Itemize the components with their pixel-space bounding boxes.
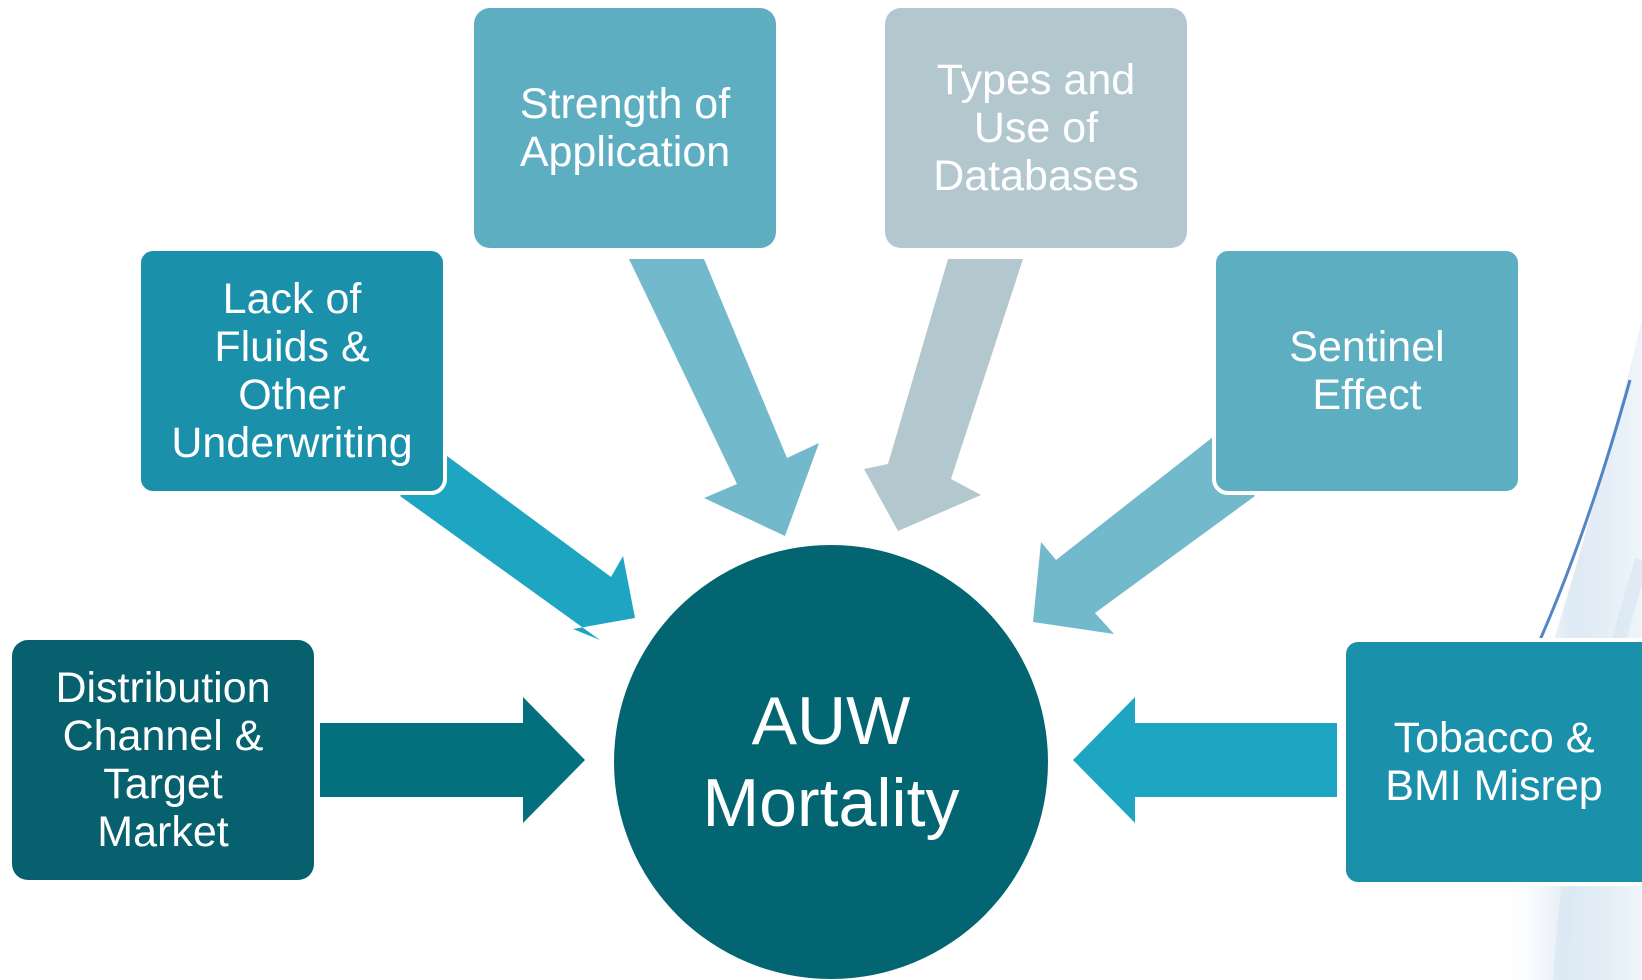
factor-box-tobacco-bmi: Tobacco & BMI Misrep: [1342, 638, 1642, 886]
arrow-lack-of-fluids: [400, 453, 635, 640]
center-circle-auw-mortality: AUW Mortality: [614, 545, 1048, 979]
factor-box-distribution-channel: Distribution Channel & Target Market: [12, 640, 314, 880]
arrow-strength-of-application: [629, 259, 819, 536]
arrow-tobacco-bmi: [1073, 697, 1337, 823]
factor-box-types-of-databases: Types and Use of Databases: [885, 8, 1187, 248]
factor-box-sentinel-effect: Sentinel Effect: [1212, 247, 1522, 495]
arrow-types-of-databases: [864, 259, 1023, 531]
factor-box-lack-of-fluids: Lack of Fluids & Other Underwriting: [137, 247, 447, 495]
arrow-sentinel-effect: [1033, 437, 1255, 634]
arrow-distribution-channel: [320, 697, 585, 823]
factor-box-strength-of-application: Strength of Application: [474, 8, 776, 248]
